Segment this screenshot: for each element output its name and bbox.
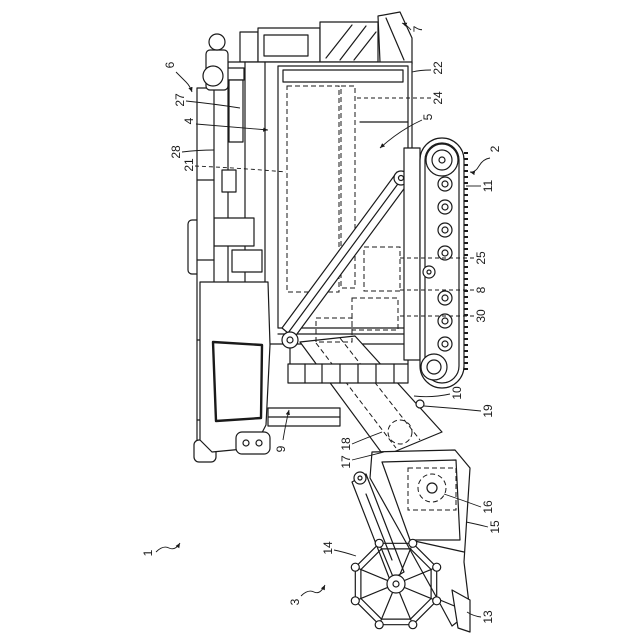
track-roller	[438, 291, 452, 305]
ref-numeral-1: 1	[141, 549, 155, 556]
auger-bracket	[229, 80, 243, 142]
reel-tine	[433, 563, 441, 571]
platform-rail	[288, 364, 408, 383]
ref-numeral-7: 7	[411, 25, 425, 32]
reel-tine	[351, 597, 359, 605]
reel-tine	[375, 539, 383, 547]
ref-numeral-11: 11	[481, 179, 495, 192]
ref-numeral-17: 17	[339, 455, 353, 469]
ref-numeral-24: 24	[431, 91, 445, 105]
header-auger-shaft	[427, 483, 437, 493]
feeder-joint	[416, 400, 424, 408]
ref-numeral-27: 27	[173, 93, 187, 107]
cab-window	[213, 342, 262, 421]
engine-cover	[258, 28, 320, 62]
crawler-track-unit	[404, 138, 466, 388]
ref-numeral-2: 2	[488, 145, 502, 152]
cylinder-pivot-lower	[282, 332, 298, 348]
ref-numeral-9: 9	[274, 445, 288, 452]
side-panel-upper	[214, 218, 254, 246]
upper-roller	[423, 266, 435, 278]
ref-numeral-22: 22	[431, 61, 445, 75]
cab-step	[236, 432, 270, 454]
ref-numeral-3: 3	[288, 598, 302, 605]
ref-numeral-25: 25	[474, 251, 488, 265]
ref-numeral-10: 10	[450, 386, 464, 400]
ref-numeral-14: 14	[321, 541, 335, 555]
reel-tine	[351, 563, 359, 571]
track-roller	[438, 200, 452, 214]
ref-numeral-5: 5	[421, 113, 435, 120]
reel-tine	[433, 597, 441, 605]
track-roller	[438, 177, 452, 191]
reel-hub	[387, 575, 405, 593]
reel-tine	[409, 621, 417, 629]
ref-numeral-30: 30	[474, 309, 488, 323]
track-frame	[404, 148, 420, 360]
walkway-platform	[288, 364, 408, 383]
side-panel-lower	[232, 250, 262, 272]
ref-numeral-16: 16	[481, 500, 495, 514]
side-box	[222, 170, 236, 192]
reel-tine	[409, 539, 417, 547]
rear-panel	[240, 32, 258, 62]
ref-numeral-8: 8	[474, 286, 488, 293]
ref-numeral-28: 28	[169, 145, 183, 159]
drive-sprocket	[426, 144, 458, 176]
ref-numeral-4: 4	[182, 117, 196, 124]
auger-spout-cap	[209, 34, 225, 50]
track-roller	[438, 223, 452, 237]
ref-numeral-15: 15	[488, 520, 502, 534]
reel-arm-pivot	[354, 472, 366, 484]
ref-numeral-6: 6	[163, 61, 177, 68]
ref-numeral-21: 21	[182, 158, 196, 172]
ref-numeral-18: 18	[339, 437, 353, 451]
idler-wheel	[421, 354, 447, 380]
ref-numeral-13: 13	[481, 610, 495, 624]
auger-elbow	[203, 66, 223, 86]
reel-tine	[375, 621, 383, 629]
ref-numeral-19: 19	[481, 404, 495, 418]
track-roller	[438, 337, 452, 351]
